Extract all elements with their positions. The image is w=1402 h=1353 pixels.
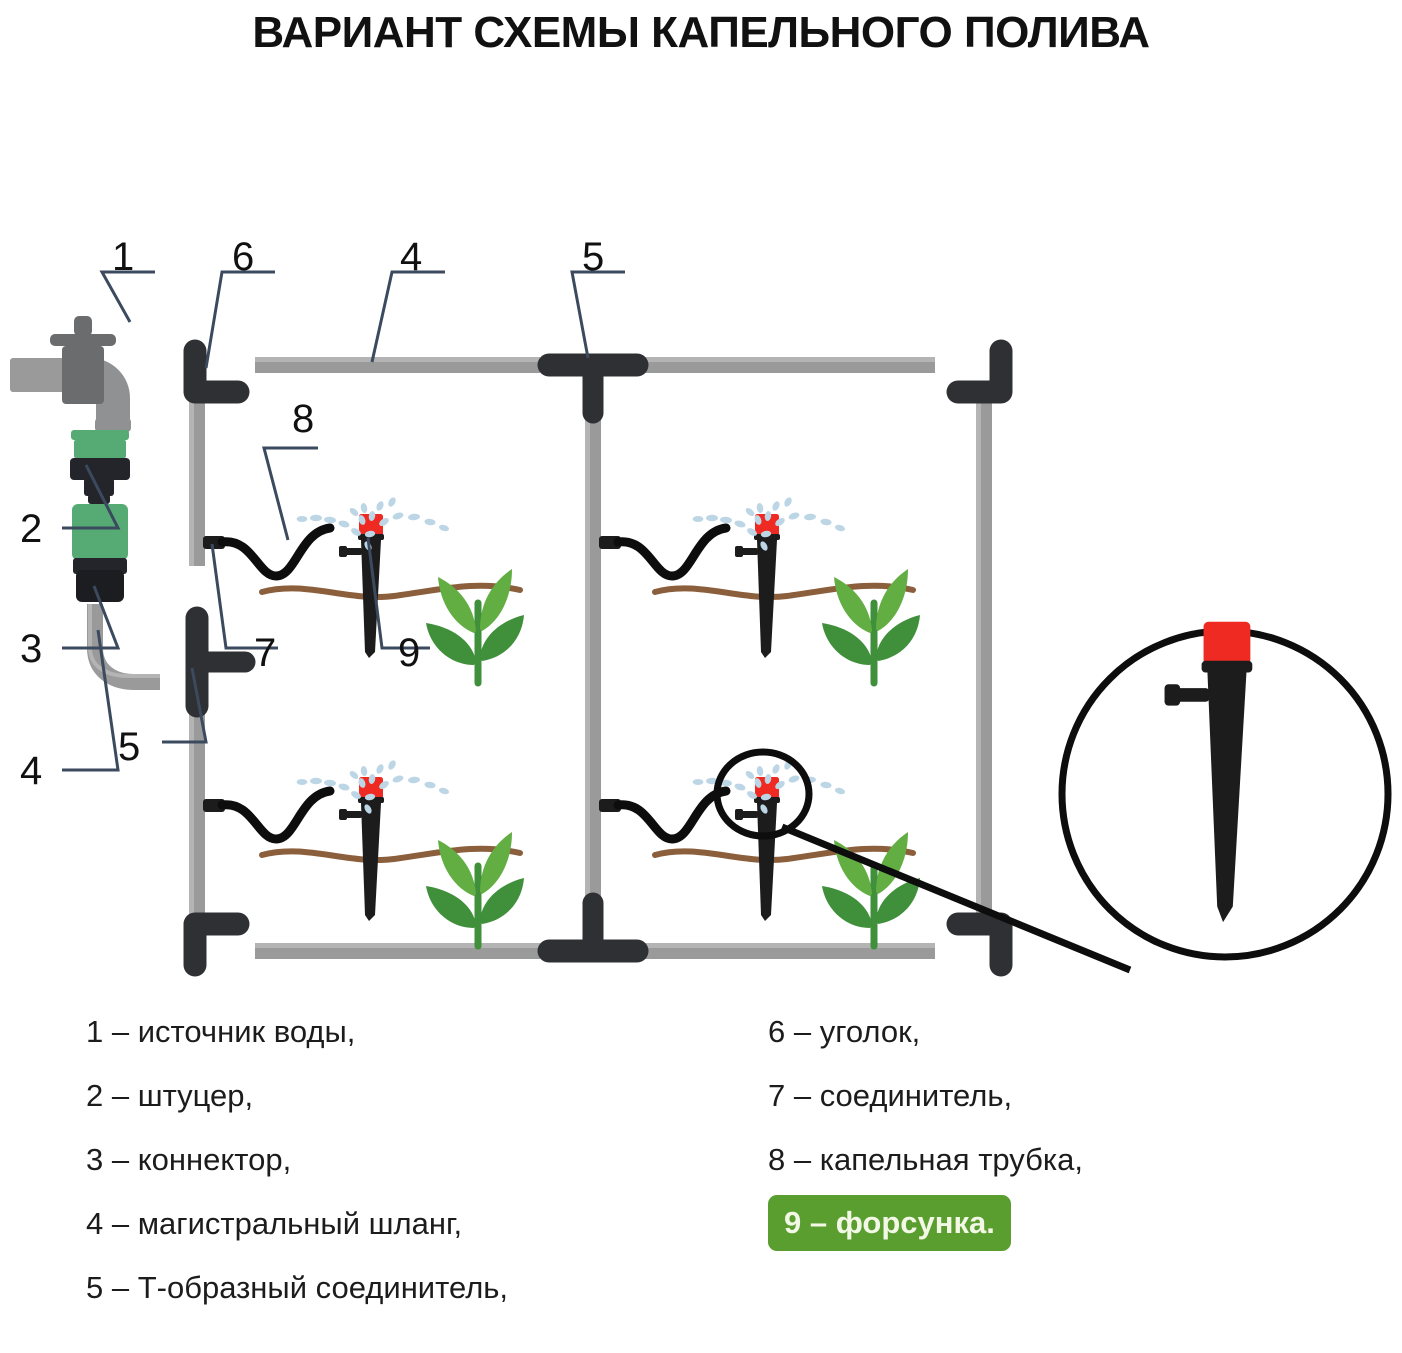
nozzle-spike [735, 777, 780, 921]
nozzle-spike [339, 514, 384, 658]
callout-6: 6 [232, 235, 254, 279]
magnifier-callout [713, 621, 1392, 974]
callout-9: 9 [398, 631, 420, 675]
callout-1: 1 [112, 235, 134, 279]
connector-stack [70, 430, 130, 602]
legend-item-9-highlighted: 9 – форсунка. [768, 1195, 1011, 1251]
legend-item-7: 7 – соединитель, [768, 1078, 1013, 1113]
callout-5-top: 5 [582, 235, 604, 279]
callout-7: 7 [254, 631, 276, 675]
legend-item-4: 4 – магистральный шланг, [86, 1206, 463, 1241]
callout-5-left: 5 [118, 725, 140, 769]
tee-bottom-middle [549, 903, 637, 962]
legend: 1 – источник воды, 2 – штуцер, 3 – конне… [0, 1000, 1402, 1353]
callout-8: 8 [292, 397, 314, 441]
elbow-bottom-left [185, 914, 238, 965]
callout-2: 2 [20, 507, 42, 551]
drip-tube [613, 523, 731, 581]
elbow-bottom-right [958, 914, 1011, 965]
soil-line [655, 586, 913, 597]
legend-item-1: 1 – источник воды, [86, 1014, 356, 1049]
tee-left [186, 618, 245, 706]
nozzle-spike [339, 777, 384, 921]
nozzle-detail [1164, 621, 1253, 923]
elbow-top-right [958, 351, 1011, 402]
connector-black [73, 558, 127, 602]
bed-bottom-left [203, 759, 524, 946]
soil-line [655, 849, 913, 860]
irrigation-diagram: 1 6 4 5 2 3 4 5 8 7 9 [0, 70, 1402, 1000]
callout-3: 3 [20, 627, 42, 671]
legend-column-right: 6 – уголок, 7 – соединитель, 8 – капельн… [768, 1000, 1083, 1251]
elbow-top-left [185, 351, 238, 402]
hose-barb-fitting [70, 458, 130, 504]
legend-item-2: 2 – штуцер, [86, 1078, 254, 1113]
legend-item-3: 3 – коннектор, [86, 1142, 292, 1177]
legend-item-6: 6 – уголок, [768, 1014, 921, 1049]
nozzle-spike [735, 514, 780, 658]
pipe-frame [189, 357, 992, 959]
leader-lines [62, 270, 625, 772]
bed-top-left [203, 496, 524, 683]
drip-tube [217, 523, 335, 581]
drip-tube [217, 786, 335, 844]
bed-bottom-right [599, 759, 920, 946]
water-source-tap [10, 316, 131, 432]
soil-line [262, 586, 520, 597]
callout-4-top: 4 [400, 235, 422, 279]
green-ring-top [71, 430, 129, 440]
legend-item-5: 5 – Т-образный соединитель, [86, 1270, 509, 1305]
main-hose-top [255, 357, 540, 373]
legend-item-8: 8 – капельная трубка, [768, 1142, 1083, 1177]
connector-green-block [72, 504, 128, 560]
magnifier-connector-line [780, 823, 1132, 974]
soil-line [262, 849, 520, 860]
drip-tube [613, 786, 731, 844]
callout-4-feed: 4 [20, 749, 42, 793]
callout-numbers: 1 6 4 5 2 3 4 5 8 7 9 [20, 235, 604, 793]
magnifier-source-circle [713, 748, 813, 840]
tee-top-middle [549, 354, 637, 413]
legend-column-left: 1 – источник воды, 2 – штуцер, 3 – конне… [86, 1000, 508, 1320]
page-title: ВАРИАНТ СХЕМЫ КАПЕЛЬНОГО ПОЛИВА [252, 8, 1150, 57]
bed-top-right [599, 496, 920, 683]
